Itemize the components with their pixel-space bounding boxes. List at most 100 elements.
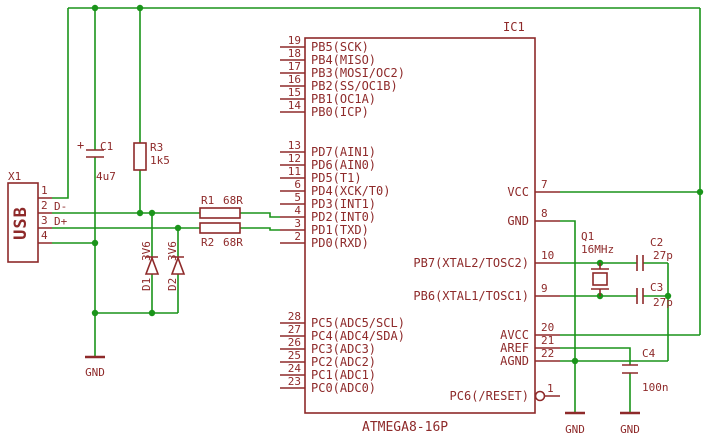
junction-dot — [696, 188, 704, 196]
junction-dot — [91, 309, 99, 317]
junction-dot — [571, 357, 579, 365]
usb-pin-number: 1 — [41, 184, 48, 197]
c2-ref: C2 — [650, 236, 663, 249]
gnd-label: GND — [85, 366, 105, 379]
pin-number: 7 — [541, 178, 548, 191]
q1-ref: Q1 — [581, 230, 594, 243]
junction-dot — [148, 209, 156, 217]
pin-number: 28 — [288, 310, 301, 323]
pin-name: PB1(OC1A) — [311, 92, 376, 106]
pin-name: PD1(TXD) — [311, 223, 369, 237]
pin-number: 3 — [294, 217, 301, 230]
pin-number: 17 — [288, 60, 301, 73]
pin-number: 9 — [541, 282, 548, 295]
usb-pin-number: 2 — [41, 199, 48, 212]
usb-label: USB — [11, 206, 31, 240]
pin-name: PB0(ICP) — [311, 105, 369, 119]
pin-name: PD2(INT0) — [311, 210, 376, 224]
pin-name: VCC — [507, 185, 529, 199]
junction-dot — [174, 224, 182, 232]
zener-d2-symbol — [170, 255, 186, 275]
pin-name: PC6(/RESET) — [450, 389, 529, 403]
c1-ref: C1 — [100, 140, 113, 153]
pin-name: PD3(INT1) — [311, 197, 376, 211]
pin-number: 4 — [294, 204, 301, 217]
pin-name: PB6(XTAL1/TOSC1) — [413, 289, 529, 303]
pin-name: AGND — [500, 354, 529, 368]
resistor-r2-body — [199, 222, 241, 234]
c4-value: 100n — [642, 381, 669, 394]
pin-number: 11 — [288, 165, 301, 178]
pin-name: PB4(MISO) — [311, 53, 376, 67]
r1-ref: R1 — [201, 194, 214, 207]
pin-name: PB5(SCK) — [311, 40, 369, 54]
usb-pin-number: 4 — [41, 229, 48, 242]
crystal-q1-body — [592, 272, 608, 286]
net-label-dplus: D+ — [54, 215, 68, 228]
pin-number: 26 — [288, 336, 301, 349]
r3-value: 1k5 — [150, 154, 170, 167]
pin-number: 20 — [541, 321, 554, 334]
pin-name: AREF — [500, 341, 529, 355]
d1-value: 3V6 — [140, 241, 153, 261]
pin-number: 13 — [288, 139, 301, 152]
pin-stubs — [38, 46, 560, 397]
ic-ref: IC1 — [503, 20, 525, 34]
r3-ref: R3 — [150, 141, 163, 154]
c3-value: 27p — [653, 296, 673, 309]
capacitor-c3-plates — [636, 288, 644, 304]
r2-value: 68R — [223, 236, 243, 249]
labels: IC1 ATMEGA8-16P PB5(SCK) PB4(MISO) PB3(M… — [8, 20, 673, 436]
pin-number: 22 — [541, 347, 554, 360]
pin-number: 15 — [288, 86, 301, 99]
junction-dots — [91, 4, 704, 365]
pin-number: 6 — [294, 178, 301, 191]
pin-number: 21 — [541, 334, 554, 347]
pin-name: PB3(MOSI/OC2) — [311, 66, 405, 80]
wires — [52, 7, 701, 413]
net-label-dminus: D- — [54, 200, 67, 213]
pin-name: PB7(XTAL2/TOSC2) — [413, 256, 529, 270]
q1-value: 16MHz — [581, 243, 614, 256]
usb-connector-body — [7, 182, 39, 263]
usb-pin-number: 3 — [41, 214, 48, 227]
pin-name: PC1(ADC1) — [311, 368, 376, 382]
c2-value: 27p — [653, 249, 673, 262]
pin-number: 27 — [288, 323, 301, 336]
r1-value: 68R — [223, 194, 243, 207]
pin-number: 19 — [288, 34, 301, 47]
pin-number: 14 — [288, 99, 302, 112]
r2-ref: R2 — [201, 236, 214, 249]
gnd-label: GND — [620, 423, 640, 436]
pin-name: PD5(T1) — [311, 171, 362, 185]
pin-name: GND — [507, 214, 529, 228]
capacitor-c2-plates — [636, 255, 644, 271]
symbols — [7, 37, 644, 415]
pin-name: PC3(ADC3) — [311, 342, 376, 356]
junction-dot — [664, 292, 672, 300]
pin-name: PD4(XCK/T0) — [311, 184, 390, 198]
ic-body — [304, 37, 536, 414]
pin-number: 2 — [294, 230, 301, 243]
c1-value: 4u7 — [96, 170, 116, 183]
pin-number: 24 — [288, 362, 302, 375]
pin-number: 23 — [288, 375, 301, 388]
capacitor-c1-plates — [86, 149, 104, 158]
gnd-symbols — [85, 355, 640, 415]
junction-dot — [148, 309, 156, 317]
zener-d1-symbol — [144, 255, 160, 275]
pin-number: 5 — [294, 191, 301, 204]
pin-name: PD7(AIN1) — [311, 145, 376, 159]
junction-dot — [91, 239, 99, 247]
pin-name: PB2(SS/OC1B) — [311, 79, 398, 93]
pin-name: PD0(RXD) — [311, 236, 369, 250]
pin-number: 12 — [288, 152, 301, 165]
net-wires — [52, 7, 701, 413]
junction-dot — [136, 4, 144, 12]
junction-dot — [91, 4, 99, 12]
pin-name: PC0(ADC0) — [311, 381, 376, 395]
resistor-r3-body — [133, 142, 147, 171]
pin-number: 16 — [288, 73, 301, 86]
pin-name: AVCC — [500, 328, 529, 342]
